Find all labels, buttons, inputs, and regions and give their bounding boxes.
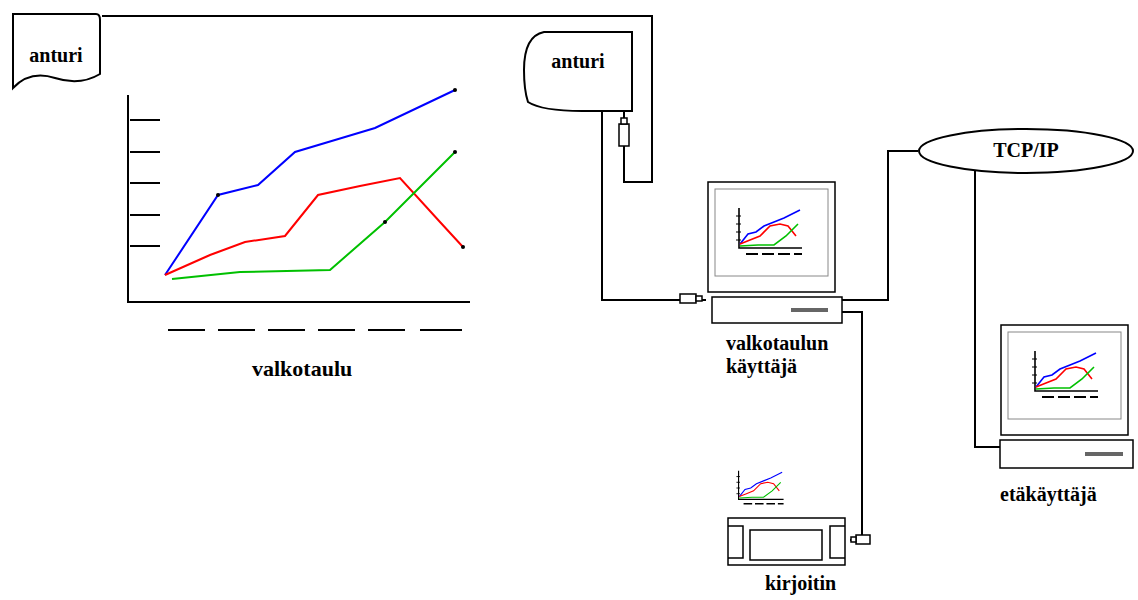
sensor-box: anturi [522, 30, 634, 112]
node-label: valkotaulun käyttäjä [706, 180, 842, 378]
plug [696, 296, 702, 301]
plug [619, 124, 629, 146]
node-label: anturi [10, 12, 102, 67]
computer: etäkäyttäjä [1000, 323, 1135, 509]
green-series [172, 152, 455, 279]
cable [842, 312, 862, 540]
plug [851, 537, 856, 542]
plug [621, 118, 627, 124]
cable [602, 112, 706, 300]
printer: kirjoitin [725, 466, 850, 597]
chart-axes [128, 95, 470, 330]
node-label: anturi [522, 30, 634, 73]
blue-series [165, 90, 455, 275]
node-label: TCP/IP [918, 128, 1134, 162]
red-series [165, 178, 463, 275]
plug [856, 535, 870, 544]
network-ellipse: TCP/IP [918, 128, 1134, 174]
computer: valkotaulun käyttäjä [706, 180, 842, 400]
node-label: etäkäyttäjä [1000, 323, 1135, 506]
cable [102, 16, 652, 182]
node-label: kirjoitin [725, 466, 850, 595]
cable [842, 151, 918, 300]
plug [680, 294, 696, 303]
cable [975, 170, 1000, 447]
node-outline [1000, 323, 1135, 509]
chart-caption: valkotaulu [252, 356, 352, 382]
sensor-box: anturi [10, 12, 102, 92]
